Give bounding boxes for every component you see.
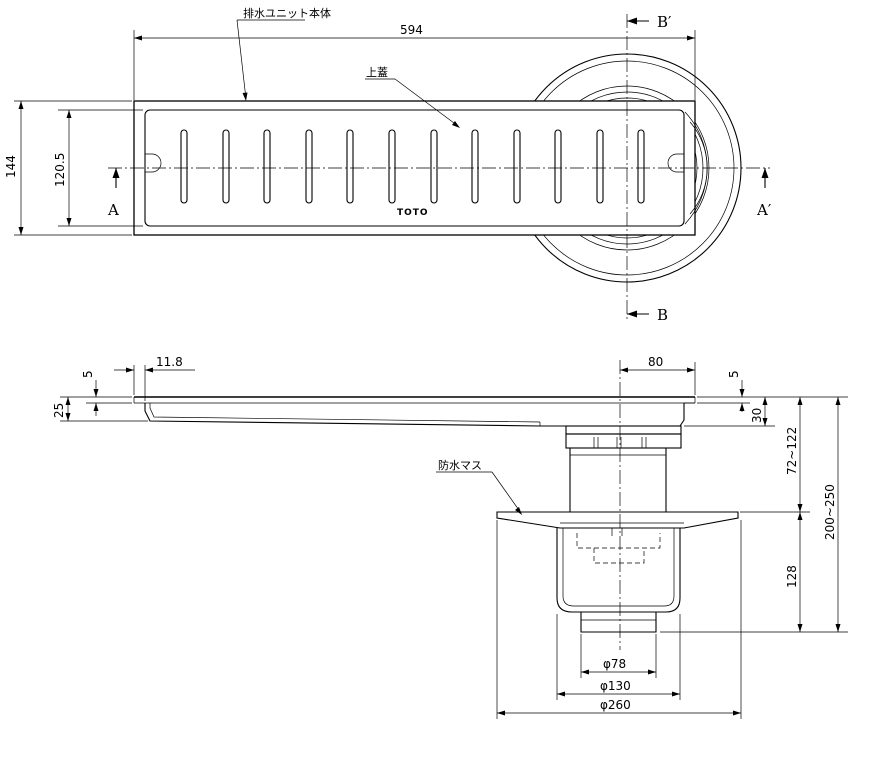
dim-outlet-height: 72~122	[785, 427, 799, 475]
svg-text:B′: B′	[657, 13, 672, 31]
dim-trough-depth: 30	[750, 408, 764, 423]
dim-flange-height-left: 25	[52, 403, 66, 418]
dim-flange-offset: 11.8	[156, 355, 183, 369]
section-mark-a-right: A′	[756, 168, 772, 219]
label-top-cover: 上蓋	[366, 66, 388, 79]
section-mark-b-bottom: B	[627, 306, 668, 324]
label-body-unit: 排水ユニット本体	[243, 6, 331, 20]
dim-drain-offset: 80	[648, 355, 663, 369]
dim-overall-length: 594	[400, 23, 423, 37]
dim-mass-depth: 128	[785, 565, 799, 588]
dim-dia-mass: φ130	[600, 679, 631, 693]
dim-flange-thickness-left: 5	[81, 370, 95, 378]
plan-view: TOTO 594 144 120.5 排水ユニット本体 上	[4, 6, 772, 324]
section-view: 5 25 11.8 80 5 30	[52, 355, 848, 719]
dim-flange-thickness-right: 5	[727, 370, 741, 378]
dim-dia-flange: φ260	[600, 698, 631, 712]
cover-slots	[180, 129, 645, 204]
label-waterproof-mass: 防水マス	[438, 458, 482, 472]
dim-cover-width: 120.5	[53, 153, 67, 187]
logo-text: TOTO	[397, 208, 429, 218]
section-mark-a-left: A	[107, 168, 120, 219]
svg-text:A: A	[107, 201, 119, 219]
section-mark-b-top: B′	[627, 13, 672, 31]
dim-overall-width: 144	[4, 155, 18, 178]
svg-text:A′: A′	[756, 201, 772, 219]
dim-total-height: 200~250	[823, 484, 837, 540]
svg-text:B: B	[657, 306, 668, 324]
dim-dia-outlet: φ78	[603, 657, 626, 671]
